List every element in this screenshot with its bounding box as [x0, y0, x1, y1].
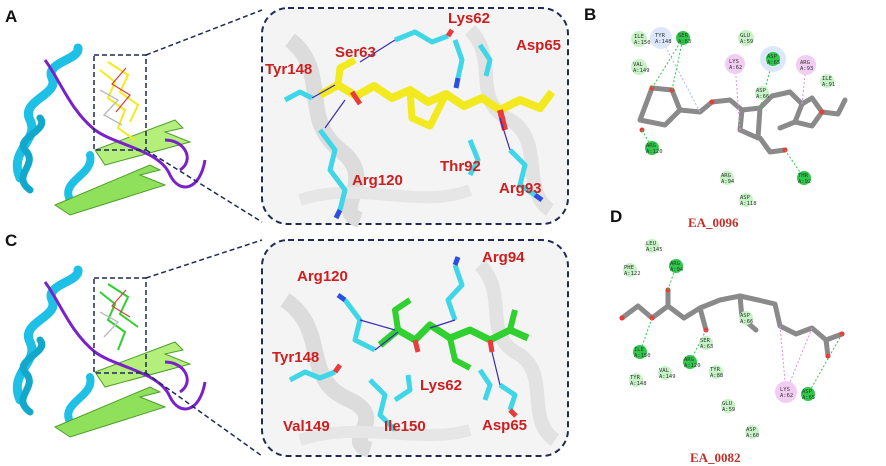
ligand-in-pocket-c	[99, 283, 139, 351]
residue-sticks-a	[283, 28, 544, 220]
hbond-lines-c	[359, 319, 501, 386]
ligand-skeleton-b	[637, 85, 848, 155]
residue-label-c-6: Ile150	[384, 418, 426, 435]
residue-label-c-2: Arg94	[482, 249, 525, 266]
residue-label-c-4: Lys62	[420, 377, 462, 394]
ligand-atoms-d	[619, 287, 845, 359]
protein-cartoon-c	[12, 265, 207, 438]
residue-sticks-c	[288, 256, 518, 432]
hbond-lines-a	[311, 39, 511, 151]
ligand-in-pocket-a	[99, 61, 140, 141]
residue-label-c-3: Tyr148	[272, 349, 319, 366]
ligand-title-b: EA_0096	[688, 215, 739, 230]
zoom-box-a	[93, 54, 147, 151]
panel-letter-c: C	[5, 231, 17, 250]
residue-label-a-5: Arg120	[352, 172, 403, 189]
zoom-view-a: Ser63 Lys62 Asp65 Tyr148 Arg120 Thr92 Ar…	[261, 7, 569, 228]
residue-nodes-b	[631, 27, 834, 207]
residue-nodes-d	[623, 239, 815, 439]
zoom-line-a-bottom	[145, 149, 263, 223]
residue-label-c-1: Arg120	[297, 268, 348, 285]
residue-label-a-7: Arg93	[499, 180, 542, 197]
residue-label-c-7: Asp65	[482, 417, 527, 434]
ligand-title-d: EA_0082	[690, 450, 741, 465]
residue-label-a-3: Asp65	[516, 37, 561, 54]
ligand-yellow-a	[318, 56, 556, 131]
residue-label-a-2: Lys62	[448, 10, 490, 27]
ligand-green-c	[377, 297, 530, 371]
protein-cartoon-a	[12, 43, 207, 216]
panel-letter-d: D	[610, 207, 622, 226]
residue-label-c-5: Val149	[283, 418, 330, 435]
zoom-line-c-top	[145, 239, 263, 279]
residue-label-a-1: Ser63	[335, 44, 376, 61]
ligand-skeleton-d	[619, 287, 845, 359]
panel-letter-a: A	[5, 7, 17, 26]
residue-label-a-6: Thr92	[440, 158, 481, 175]
residue-label-a-4: Tyr148	[265, 61, 312, 78]
zoom-box-c	[93, 277, 147, 374]
panel-letter-b: B	[584, 5, 596, 24]
zoom-view-c: Arg120 Arg94 Tyr148 Lys62 Val149 Ile150 …	[261, 239, 569, 458]
zoom-line-a-top	[145, 9, 263, 56]
